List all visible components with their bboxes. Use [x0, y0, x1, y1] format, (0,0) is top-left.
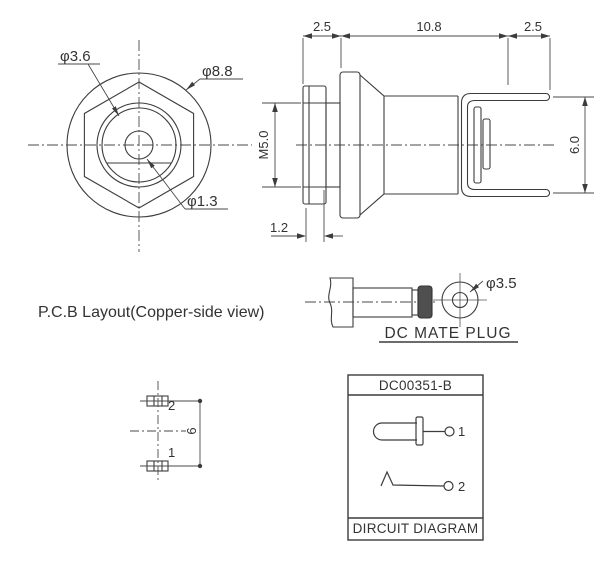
dim-rear: 2.5: [524, 19, 542, 34]
circuit-diagram-box: [347, 374, 484, 541]
dim-dot: [197, 398, 203, 404]
leader-d36: [87, 63, 120, 117]
barrel-outer-circle: [96, 102, 182, 188]
arrowhead: [470, 283, 479, 292]
barrel-inner-circle: [101, 107, 177, 183]
dim-body: 10.8: [416, 19, 441, 34]
dim-thread: M5.0: [256, 131, 271, 160]
arrowhead: [582, 97, 588, 106]
pitch-dim: 6: [184, 427, 199, 434]
plug-ferrule: [411, 289, 419, 316]
label-barrel-dia: φ3.6: [60, 48, 91, 65]
terminal-2-label: 2: [458, 479, 465, 494]
mate-plug-view: [305, 273, 518, 343]
front-view: [28, 40, 252, 252]
arrowhead: [341, 33, 350, 39]
rear-contact-outer: [473, 106, 482, 184]
arrowhead: [272, 178, 278, 187]
flange-disc: [339, 71, 361, 219]
pad-label-2: 2: [168, 398, 175, 413]
plug-caption: DC MATE PLUG: [384, 325, 511, 342]
hex-nut: [83, 81, 195, 209]
plug-barrel: [352, 287, 413, 318]
arrowhead: [303, 33, 312, 39]
label-pin-dia: φ1.3: [187, 193, 218, 210]
rear-contact-inner: [482, 118, 491, 170]
center-pin-circle: [124, 130, 154, 160]
circuit-model: DC00351-B: [379, 378, 452, 393]
circuit-caption: DIRCUIT DIAGRAM: [353, 521, 479, 536]
pad-label-1: 1: [168, 445, 175, 460]
dim-dot: [197, 463, 203, 469]
arrowhead: [324, 233, 333, 239]
plug-front-outer-circle: [441, 281, 479, 319]
cone-top: [359, 74, 385, 97]
pcb-layout-note: P.C.B Layout(Copper-side view): [38, 304, 264, 321]
terminal-1-label: 1: [458, 424, 465, 439]
plug-knurled-tip: [417, 285, 433, 319]
side-view: [262, 33, 594, 242]
circuit-outer-box: [347, 374, 484, 541]
mounting-bracket: [460, 92, 551, 198]
center-pin-symbol: [372, 416, 455, 446]
plug-handle: [328, 277, 354, 328]
arrowhead: [582, 184, 588, 193]
arrowhead: [508, 33, 517, 39]
label-nut-dia: φ8.8: [202, 63, 233, 80]
outer-flange-circle: [66, 72, 212, 218]
bracket-top-leg: [471, 92, 551, 102]
arrowhead: [186, 81, 195, 90]
spring-contact-symbol: [380, 470, 454, 492]
plug-front-inner-circle: [451, 291, 469, 309]
bracket-bottom-leg: [471, 188, 551, 198]
arrowhead: [499, 33, 508, 39]
arrowhead: [272, 103, 278, 112]
arrowhead: [541, 33, 550, 39]
arrowhead: [112, 106, 119, 116]
dim-front: 2.5: [313, 19, 331, 34]
cone-bottom: [359, 193, 385, 216]
arrowhead: [147, 159, 155, 169]
arrowhead: [332, 33, 341, 39]
leader-d13: [146, 158, 186, 210]
dim-washer: 1.2: [270, 220, 288, 235]
pcb-layout-view: [130, 381, 203, 482]
label-plug-tip-dia: φ3.5: [486, 275, 517, 292]
dim-bracket-height: 6.0: [567, 136, 582, 154]
arrowhead: [297, 233, 306, 239]
